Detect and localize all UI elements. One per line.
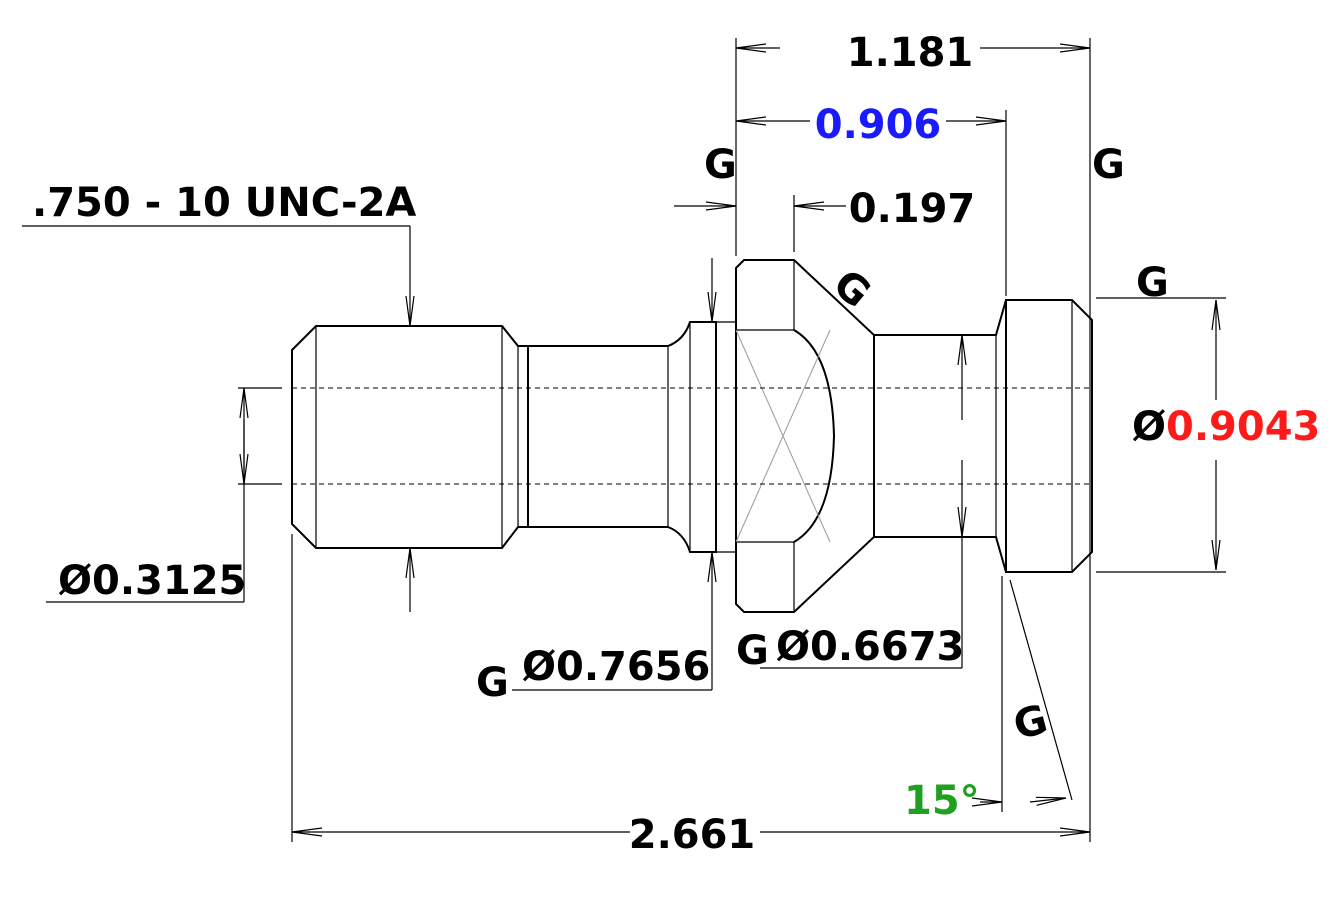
dim-flange-width: 0.197 [849,186,976,232]
dim-neck-diameter: Ø0.6673 [776,624,964,670]
dim-bore-diameter: Ø0.3125 [58,558,246,604]
flange [735,259,875,613]
neck [874,299,1007,573]
dim-head-diameter: Ø0.9043 [1132,404,1320,450]
head-diameter-value: 0.9043 [1166,404,1320,450]
grip-label-2: G [1092,142,1125,188]
grip-label-7: G [1009,696,1053,749]
grip-label-1: G [704,142,737,188]
dim-collar-diameter: Ø0.7656 [522,644,710,690]
dim-flange-to-end: 1.181 [847,30,974,76]
grip-label-6: G [736,628,769,674]
dim-length-overall: 2.661 [629,812,756,858]
dim-thread-spec: .750 - 10 UNC-2A [32,180,416,226]
diameter-symbol: Ø [1132,404,1166,450]
threaded-end [291,325,529,549]
part-outline [291,259,1093,613]
shank [528,321,717,553]
dimension-lines [22,38,1226,842]
head [1005,299,1093,573]
grip-label-5: G [476,660,509,706]
grip-label-3: G [1136,260,1169,306]
dim-flange-to-neck: 0.906 [815,102,942,148]
dim-angle: 15° [904,778,980,824]
grip-label-4: G [824,261,879,317]
